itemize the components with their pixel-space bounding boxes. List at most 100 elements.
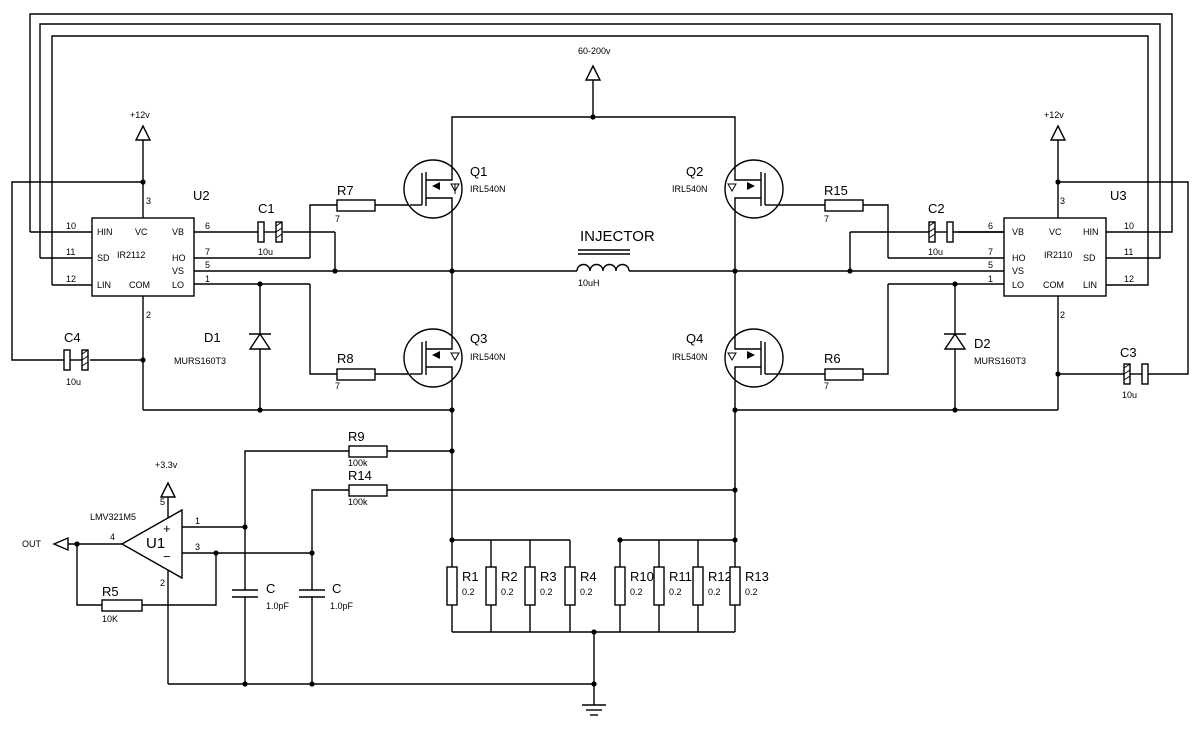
svg-text:7: 7 — [824, 214, 829, 224]
svg-text:U3: U3 — [1110, 188, 1127, 203]
diode-d1: D1 MURS160T3 — [174, 281, 272, 413]
svg-text:R5: R5 — [102, 584, 119, 599]
svg-text:COM: COM — [129, 280, 150, 290]
shunt-ref: R1 — [462, 569, 479, 584]
diode-d2: D2 MURS160T3 — [943, 281, 1026, 413]
svg-text:12: 12 — [66, 274, 76, 284]
svg-text:VC: VC — [135, 227, 148, 237]
svg-text:VS: VS — [172, 266, 184, 276]
capacitor-c2: C2 10u — [847, 201, 945, 274]
svg-text:IRL540N: IRL540N — [470, 184, 506, 194]
svg-text:D2: D2 — [974, 336, 991, 351]
svg-text:4: 4 — [110, 532, 115, 542]
shunt-bank-left — [452, 539, 570, 633]
u2-ref: U2 — [193, 188, 210, 203]
mosfet-q2: Q2 IRL540N — [672, 159, 784, 219]
driver-u3: U3 IR2110 VB HO VS LO VC COM HIN SD LIN … — [735, 110, 1189, 410]
shunt-ref: R13 — [745, 569, 769, 584]
svg-text:LO: LO — [1012, 280, 1024, 290]
resistor-r9: R9 100k — [244, 429, 455, 527]
svg-text:10u: 10u — [928, 247, 943, 257]
shunt-value: 0.2 — [708, 587, 721, 597]
svg-text:2: 2 — [1060, 310, 1065, 320]
svg-text:HO: HO — [1012, 253, 1026, 263]
svg-text:IR2110: IR2110 — [1044, 250, 1072, 260]
u1-ref: U1 — [146, 535, 165, 552]
shunt-ref: R10 — [630, 569, 654, 584]
svg-text:R9: R9 — [348, 429, 365, 444]
svg-text:LIN: LIN — [1083, 280, 1097, 290]
svg-text:7: 7 — [988, 247, 993, 257]
supply-main: 60-200v — [451, 46, 736, 160]
svg-text:10K: 10K — [102, 614, 118, 624]
svg-text:7: 7 — [205, 247, 210, 257]
cap-bodies — [63, 221, 1149, 385]
svg-text:100k: 100k — [348, 497, 368, 507]
svg-text:7: 7 — [335, 381, 340, 391]
supply-main-label: 60-200v — [578, 46, 611, 56]
svg-text:VB: VB — [1012, 227, 1024, 237]
shunt-ref: R4 — [580, 569, 597, 584]
resistor-r7: R7 7 — [309, 183, 410, 258]
svg-text:7: 7 — [335, 214, 340, 224]
svg-text:D1: D1 — [204, 330, 221, 345]
svg-text:Q3: Q3 — [470, 331, 487, 346]
svg-text:C1: C1 — [258, 201, 275, 216]
svg-text:1.0pF: 1.0pF — [266, 601, 290, 611]
resistor-r15: R15 7 — [780, 183, 889, 258]
svg-text:12: 12 — [1124, 274, 1134, 284]
svg-text:LMV321M5: LMV321M5 — [90, 512, 136, 522]
mosfet-q3: Q3 IRL540N — [403, 328, 506, 388]
svg-text:C: C — [266, 581, 275, 596]
svg-text:MURS160T3: MURS160T3 — [974, 356, 1026, 366]
shunt-ref: R11 — [669, 569, 692, 584]
svg-text:R6: R6 — [824, 351, 841, 366]
svg-text:Q2: Q2 — [686, 164, 703, 179]
shunt-value: 0.2 — [669, 587, 682, 597]
svg-text:C: C — [332, 581, 341, 596]
svg-text:11: 11 — [1124, 247, 1133, 257]
svg-text:2: 2 — [160, 578, 165, 588]
resistor-r14: R14 100k — [311, 468, 738, 553]
svg-text:Q4: Q4 — [686, 331, 703, 346]
svg-text:1.0pF: 1.0pF — [330, 601, 354, 611]
svg-text:LO: LO — [172, 280, 184, 290]
svg-text:2: 2 — [146, 310, 151, 320]
svg-text:IRL540N: IRL540N — [672, 352, 708, 362]
svg-text:+3.3v: +3.3v — [155, 460, 178, 470]
mosfet-q4: Q4 IRL540N — [672, 328, 784, 388]
mosfet-q1: Q1 IRL540N — [403, 159, 506, 219]
shunt-resistor: R20.2 — [485, 540, 518, 632]
svg-text:R14: R14 — [348, 468, 372, 483]
svg-text:LIN: LIN — [97, 280, 111, 290]
shunt-resistor: R10.2 — [446, 537, 479, 632]
svg-text:1: 1 — [205, 274, 210, 284]
svg-text:10u: 10u — [258, 247, 273, 257]
svg-text:HIN: HIN — [1083, 227, 1099, 237]
svg-text:R7: R7 — [337, 183, 354, 198]
svg-text:3: 3 — [195, 542, 200, 552]
svg-text:7: 7 — [824, 381, 829, 391]
svg-text:INJECTOR: INJECTOR — [580, 228, 655, 245]
svg-text:VC: VC — [1049, 227, 1062, 237]
svg-text:10: 10 — [66, 221, 76, 231]
ground-symbol — [582, 704, 606, 716]
svg-text:11: 11 — [66, 247, 75, 257]
svg-text:HIN: HIN — [97, 227, 113, 237]
capacitor-c-b: C 1.0pF — [299, 553, 354, 684]
svg-text:3: 3 — [1060, 196, 1065, 206]
resistor-r8: R8 7 — [309, 284, 410, 391]
capacitor-c-a: C 1.0pF — [232, 527, 290, 684]
svg-text:C2: C2 — [928, 201, 945, 216]
shunt-value: 0.2 — [745, 587, 758, 597]
shunt-value: 0.2 — [580, 587, 593, 597]
svg-text:10: 10 — [1124, 221, 1134, 231]
svg-text:5: 5 — [160, 497, 165, 507]
svg-text:1: 1 — [988, 274, 993, 284]
svg-text:R15: R15 — [824, 183, 848, 198]
svg-text:1: 1 — [195, 516, 200, 526]
svg-text:Q1: Q1 — [470, 164, 487, 179]
c4-ref: C4 — [64, 330, 81, 345]
